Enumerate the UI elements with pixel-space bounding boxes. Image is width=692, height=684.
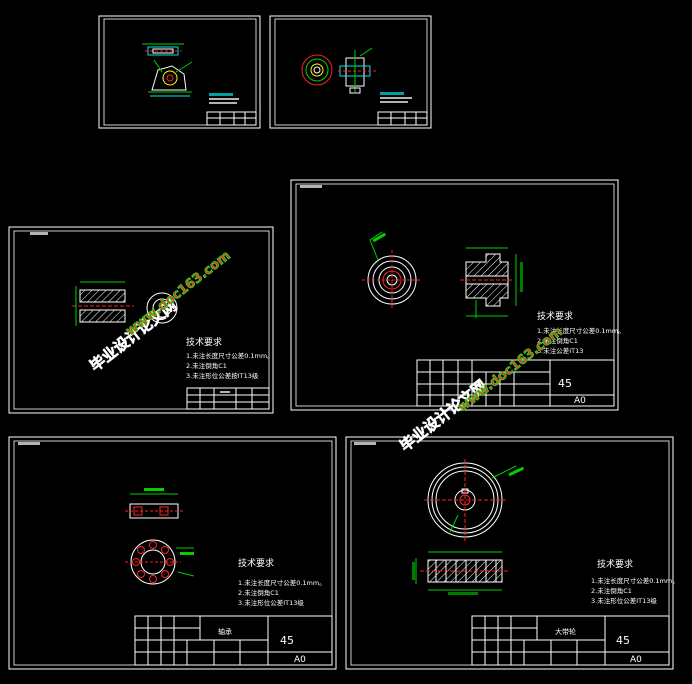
sheet-2-inner-border bbox=[274, 18, 428, 126]
sheet-4-sheet-size: A0 bbox=[574, 396, 586, 406]
sheet-6-sheet-size: A0 bbox=[630, 655, 642, 665]
sheet-2-title-block bbox=[377, 111, 428, 126]
sheet-5-bearing: 技术要求 1.未注长度尺寸公差0.1mm。 2.未注倒角C1 3.未注形位公差I… bbox=[8, 436, 337, 670]
sheet-3-title-block bbox=[186, 387, 270, 410]
sheet-2-circle-view bbox=[301, 54, 333, 86]
sheet-3-end-view bbox=[146, 292, 178, 324]
sheet-4-inner-border bbox=[295, 183, 615, 407]
watermark-2: www.doc163.com bbox=[123, 248, 234, 340]
sheet-6-req-3: 3.未注形位公差IT13级 bbox=[591, 596, 657, 605]
sheet-2-assembly bbox=[269, 15, 432, 129]
sheet-5-outer-border bbox=[8, 436, 337, 670]
sheet-4-title-block: 45 A0 bbox=[416, 359, 615, 407]
sheet-6-material: 45 bbox=[616, 634, 630, 647]
sheet-4-material: 45 bbox=[558, 377, 572, 390]
watermark-2-site-url: www.doc163.com bbox=[123, 248, 233, 339]
sheet-4-section-view bbox=[460, 247, 523, 318]
sheet-5-front-view bbox=[125, 539, 195, 585]
sheet-4-req-1: 1.未注长度尺寸公差0.1mm。 bbox=[537, 326, 625, 335]
sheet-6-front-view bbox=[424, 459, 525, 541]
sheet-6-outer-border bbox=[345, 436, 674, 670]
sheet-5-section-view bbox=[125, 488, 183, 519]
sheet-5-material: 45 bbox=[280, 634, 294, 647]
sheet-1-inner-border bbox=[103, 18, 257, 126]
sheet-5-sheet-size: A0 bbox=[294, 655, 306, 665]
sheet-4-req-3: 3.未注公差IT13 bbox=[537, 346, 583, 355]
sheet-5-part-name: 轴承 bbox=[218, 627, 232, 636]
sheet-5-title-block: 轴承 45 A0 bbox=[134, 615, 333, 666]
sheet-1-assembly bbox=[98, 15, 261, 129]
sheet-4-technical-requirements: 技术要求 1.未注长度尺寸公差0.1mm。 2.未注倒角C1 3.未注公差IT1… bbox=[537, 310, 625, 355]
sheet-6-section-view bbox=[412, 551, 510, 595]
sheet-3-tech-title: 技术要求 bbox=[186, 336, 222, 348]
sheet-3-inner-border bbox=[13, 230, 270, 410]
sheet-6-req-1: 1.未注长度尺寸公差0.1mm。 bbox=[591, 576, 679, 585]
sheet-1-title-block bbox=[206, 111, 257, 126]
sheet-1-outer-border bbox=[98, 15, 261, 129]
sheet-3-outer-border bbox=[8, 226, 274, 414]
sheet-4-tech-title: 技术要求 bbox=[537, 310, 573, 322]
sheet-5-technical-requirements: 技术要求 1.未注长度尺寸公差0.1mm。 2.未注倒角C1 3.未注形位公差I… bbox=[238, 557, 326, 607]
sheet-3-technical-requirements: 技术要求 1.未注长度尺寸公差0.1mm。 2.未注倒角C1 3.未注形位公差按… bbox=[186, 336, 274, 380]
sheet-2-outer-border bbox=[269, 15, 432, 129]
sheet-3-req-3: 3.未注形位公差按IT13级 bbox=[186, 371, 259, 380]
sheet-4-outer-border bbox=[290, 179, 619, 411]
sheet-3-shaft-sleeve: 技术要求 1.未注长度尺寸公差0.1mm。 2.未注倒角C1 3.未注形位公差按… bbox=[8, 226, 274, 414]
sheet-5-req-1: 1.未注长度尺寸公差0.1mm。 bbox=[238, 578, 326, 587]
sheet-2-notes bbox=[380, 92, 412, 103]
sheet-3-req-1: 1.未注长度尺寸公差0.1mm。 bbox=[186, 351, 274, 360]
sheet-6-part-name: 大带轮 bbox=[555, 627, 576, 636]
sheet-3-req-2: 2.未注倒角C1 bbox=[186, 361, 227, 370]
sheet-2-section-view bbox=[338, 47, 376, 94]
sheet-1-notes bbox=[209, 93, 239, 104]
sheet-5-req-2: 2.未注倒角C1 bbox=[238, 588, 279, 597]
sheet-4-req-2: 2.未注倒角C1 bbox=[537, 336, 578, 345]
sheet-3-section-view bbox=[72, 281, 134, 326]
sheet-4-front-view bbox=[362, 231, 422, 310]
sheet-6-title-block: 大带轮 45 A0 bbox=[471, 615, 670, 666]
sheet-6-tech-title: 技术要求 bbox=[597, 558, 633, 570]
sheet-5-tech-title: 技术要求 bbox=[238, 557, 274, 569]
sheet-4-pulley-hub: 技术要求 1.未注长度尺寸公差0.1mm。 2.未注倒角C1 3.未注公差IT1… bbox=[290, 179, 625, 411]
sheet-6-req-2: 2.未注倒角C1 bbox=[591, 586, 632, 595]
sheet-6-technical-requirements: 技术要求 1.未注长度尺寸公差0.1mm。 2.未注倒角C1 3.未注形位公差I… bbox=[591, 558, 679, 605]
sheet-5-req-3: 3.未注形位公差IT13级 bbox=[238, 598, 304, 607]
sheet-1-part-view bbox=[142, 43, 193, 97]
sheet-6-large-pulley: 技术要求 1.未注长度尺寸公差0.1mm。 2.未注倒角C1 3.未注形位公差I… bbox=[345, 436, 679, 670]
